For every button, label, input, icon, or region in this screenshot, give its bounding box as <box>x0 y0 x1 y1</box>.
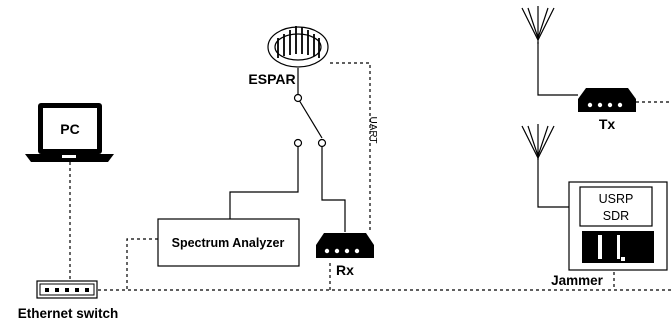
link-analyzer-bus <box>126 238 158 290</box>
laptop-icon <box>25 103 114 162</box>
tx-device-icon <box>578 88 636 112</box>
uart-label: UART <box>367 116 378 143</box>
pc-label: PC <box>60 121 79 137</box>
dotted-links <box>69 62 671 291</box>
rx-label: Rx <box>336 262 354 278</box>
jammer-hardware-icon <box>582 231 654 263</box>
ethernet-switch-label: Ethernet switch <box>18 306 119 321</box>
tx-antenna-icon <box>521 6 555 44</box>
usrp-label-line2: SDR <box>603 209 629 223</box>
spectrum-analyzer-label: Spectrum Analyzer <box>172 236 285 250</box>
rf-jammer-antenna <box>537 158 580 208</box>
tx-label: Tx <box>599 116 616 132</box>
radio-device-icon <box>316 233 374 258</box>
rf-switch-contact-left <box>293 138 303 148</box>
rf-to-analyzer <box>229 146 299 219</box>
rf-switch-contact-right <box>317 138 327 148</box>
ethernet-switch-icon <box>36 280 98 299</box>
espar-label: ESPAR <box>248 71 295 87</box>
rf-links <box>229 42 580 232</box>
link-uart <box>330 62 371 233</box>
espar-antenna-icon <box>267 26 329 68</box>
rf-tx-antenna <box>537 42 578 96</box>
usrp-sdr-box <box>579 186 653 227</box>
rf-to-rx <box>321 146 346 232</box>
jammer-antenna-icon <box>521 124 555 160</box>
rf-switch-icon <box>293 93 327 148</box>
jammer-label: Jammer <box>551 273 604 288</box>
spectrum-analyzer-box <box>157 218 300 267</box>
rf-switch-pivot <box>293 93 303 103</box>
rf-switch-arm <box>298 99 323 139</box>
usrp-label-line1: USRP <box>599 192 634 206</box>
